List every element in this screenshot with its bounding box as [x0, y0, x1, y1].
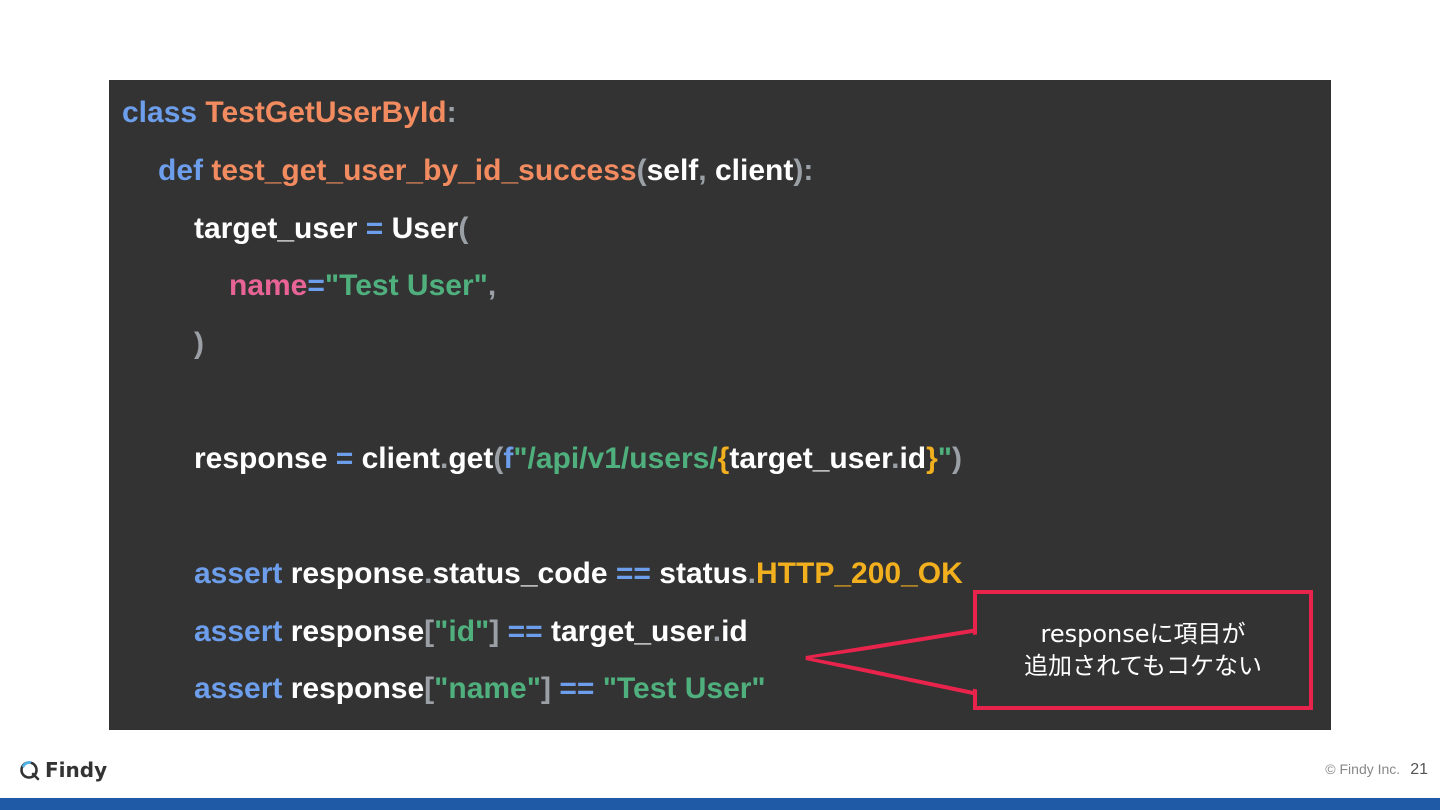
code-line-8: assert response["id"] == target_user.id [194, 615, 748, 648]
footer-copyright: © Findy Inc. 21 [1325, 761, 1428, 779]
copyright-text: © Findy Inc. [1325, 761, 1401, 777]
page-number: 21 [1410, 761, 1428, 778]
code-line-3: target_user = User( [194, 212, 469, 245]
bottom-bar [0, 798, 1440, 810]
code-panel: class TestGetUserById: def test_get_user… [109, 80, 1331, 730]
code-line-7: assert response.status_code == status.HT… [194, 557, 963, 590]
logo-text: Findy [45, 758, 108, 782]
code-line-5: ) [194, 327, 204, 360]
code-line-2: def test_get_user_by_id_success(self, cl… [158, 154, 814, 187]
footer-logo: Findy [19, 758, 107, 782]
code-line-6: response = client.get(f"/api/v1/users/{t… [194, 442, 963, 475]
code-line-9: assert response["name"] == "Test User" [194, 672, 766, 705]
callout-line-2: 追加されてもコケない [1023, 652, 1263, 680]
callout-box: responseに項目が 追加されてもコケない [973, 590, 1313, 710]
code-line-1: class TestGetUserById: [122, 96, 457, 129]
callout-line-1: responseに項目が [1040, 620, 1246, 648]
code-line-4: name="Test User", [229, 269, 497, 302]
findy-logo-icon [20, 761, 40, 781]
